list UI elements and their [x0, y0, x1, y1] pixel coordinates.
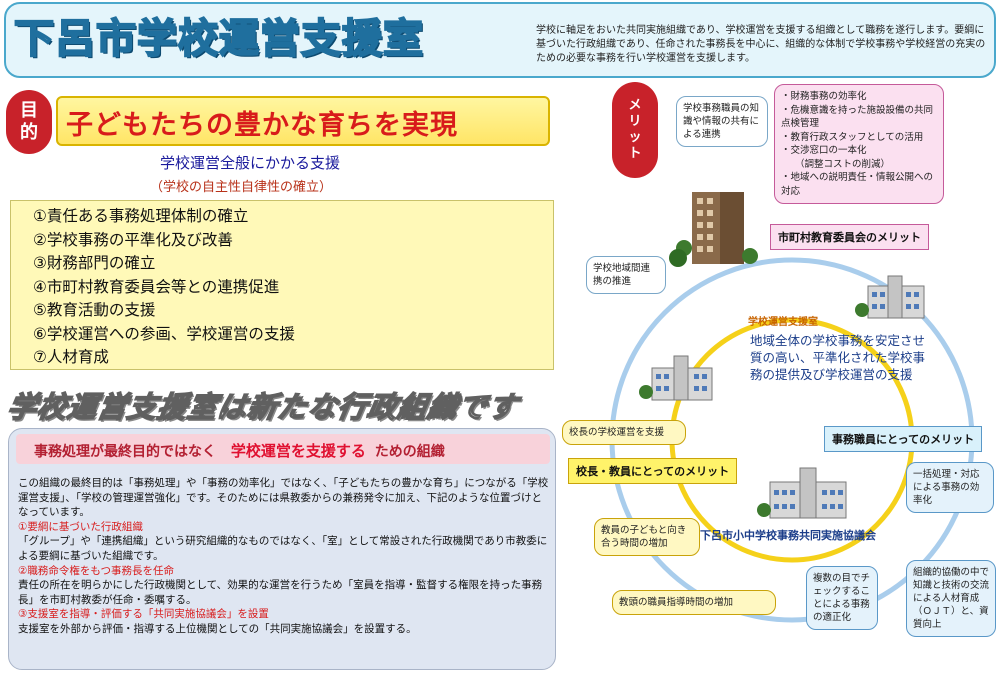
merit-badge-char: メ [628, 98, 642, 113]
merit-badge: メ リ ッ ト [612, 82, 658, 178]
list-item: ③財務部門の確立 [33, 254, 156, 272]
bubble-knowledge: 学校事務職員の知識や情報の共有による連携 [676, 96, 768, 147]
header-description: 学校に軸足をおいた共同実施組織であり、学校運営を支援する組織として職務を遂行しま… [536, 25, 986, 64]
purpose-sub-main: 学校運営全般にかかる支援 [160, 154, 341, 172]
board-building-icon [669, 192, 758, 267]
info-panel [8, 428, 556, 670]
purpose-headline: 子どもたちの豊かな育ちを実現 [66, 110, 458, 141]
info-headline-b: 学校運営を支援する [230, 442, 366, 460]
list-item: ④市町村教育委員会等との連携促進 [33, 277, 280, 296]
info-item-text: 責任の所在を明らかにした行政機関として、効果的な運営を行うため「室員を指導・監督… [18, 579, 543, 606]
school-icon [639, 355, 713, 401]
info-item-title: ③支援室を指導・評価する「共同実施協議会」を設置 [18, 608, 269, 621]
info-headline: 事務処理が最終目的ではなく 学校運営を支援する ための組織 [34, 440, 445, 461]
info-body: この組織の最終目的は「事務処理」や「事務の効率化」ではなく、「子どもたちの豊かな… [18, 476, 552, 637]
center-title: 学校運営支援室 [748, 317, 818, 328]
list-item: ①責任ある事務処理体制の確立 [33, 207, 249, 225]
info-item-title: ①要綱に基づいた行政組織 [18, 520, 143, 533]
merit-badge-char: ッ [628, 130, 642, 145]
list-item: ・教育行政スタッフとしての活用 [781, 131, 924, 143]
info-item-text: 支援室を外部から評価・指導する上位機関としての「共同実施協議会」を設置する。 [18, 622, 417, 635]
purpose-badge: 目 的 [6, 90, 52, 154]
info-item-text: 「グループ」や「連携組織」という研究組織的なものではなく、「室」として常設された… [18, 535, 548, 562]
info-headline-bar [16, 434, 550, 464]
list-item: ⑦人材育成 [33, 348, 109, 366]
bubble-children: 教員の子どもと向き合う時間の増加 [594, 518, 700, 556]
list-item: ・交渉窓口の一本化 [781, 145, 867, 156]
purpose-badge-char: 目 [20, 100, 38, 121]
slogan-banner: 学校運営支援室は新たな行政組織です [4, 389, 522, 425]
school-icon [757, 467, 847, 519]
purpose-sub-paren: （学校の自主性自律性の確立） [150, 180, 333, 195]
center-text: 地域全体の学校事務を安定させ質の高い、平準化された学校事務の提供及び学校運営の支… [750, 333, 926, 382]
info-item-title: ②職務命令権をもつ事務長を任命 [18, 564, 174, 577]
list-item: ⑥学校運営への参画、学校運営の支援 [33, 324, 295, 343]
info-intro: この組織の最終目的は「事務処理」や「事務の効率化」ではなく、「子どもたちの豊かな… [18, 477, 549, 519]
bubble-ojt: 組織的協働の中で知識と技術の交流による人材育成（ＯＪＴ）と、資質向上 [906, 560, 996, 637]
header-panel [4, 2, 996, 78]
info-headline-a: 事務処理が最終目的ではなく [34, 444, 216, 460]
board-merit-label: 市町村教育委員会のメリット [770, 224, 929, 250]
bubble-region: 学校地域間連携の推進 [586, 256, 666, 294]
bubble-principal: 校長の学校運営を支援 [562, 420, 686, 445]
merit-badge-char: ト [628, 146, 642, 161]
list-item: ②学校事務の平準化及び改善 [33, 230, 233, 249]
council-label: 下呂市小中学校事務共同実施協議会 [700, 529, 876, 542]
list-item: ・地域への説明責任・情報公開への対応 [781, 172, 934, 197]
purpose-badge-char: 的 [20, 122, 38, 143]
merit-badge-char: リ [628, 114, 642, 129]
bubble-check: 複数の目でチェックすることによる事務の適正化 [806, 566, 878, 630]
school-icon [855, 275, 925, 319]
principal-merit-label: 校長・教員にとってのメリット [568, 458, 738, 484]
bubble-teacher: 教頭の職員指導時間の増加 [612, 590, 776, 615]
bubble-batch: 一括処理・対応による事務の効率化 [906, 462, 994, 513]
goals-list: ①責任ある事務処理体制の確立 ②学校事務の平準化及び改善 ③財務部門の確立 ④市… [10, 200, 554, 370]
purpose-banner [56, 96, 550, 146]
info-headline-c: ための組織 [374, 444, 445, 460]
bubble-board-merits: ・財務事務の効率化 ・危機意識を持った施設設備の共同点検管理 ・教育行政スタッフ… [774, 84, 944, 204]
page-title: 下呂市学校運営支援室 [13, 15, 424, 63]
list-item: （調整コストの削減） [795, 158, 891, 170]
list-item: ・危機意識を持った施設設備の共同点検管理 [781, 104, 934, 130]
list-item: ・財務事務の効率化 [781, 91, 867, 102]
staff-merit-label: 事務職員にとってのメリット [824, 426, 983, 452]
list-item: ⑤教育活動の支援 [33, 301, 156, 319]
